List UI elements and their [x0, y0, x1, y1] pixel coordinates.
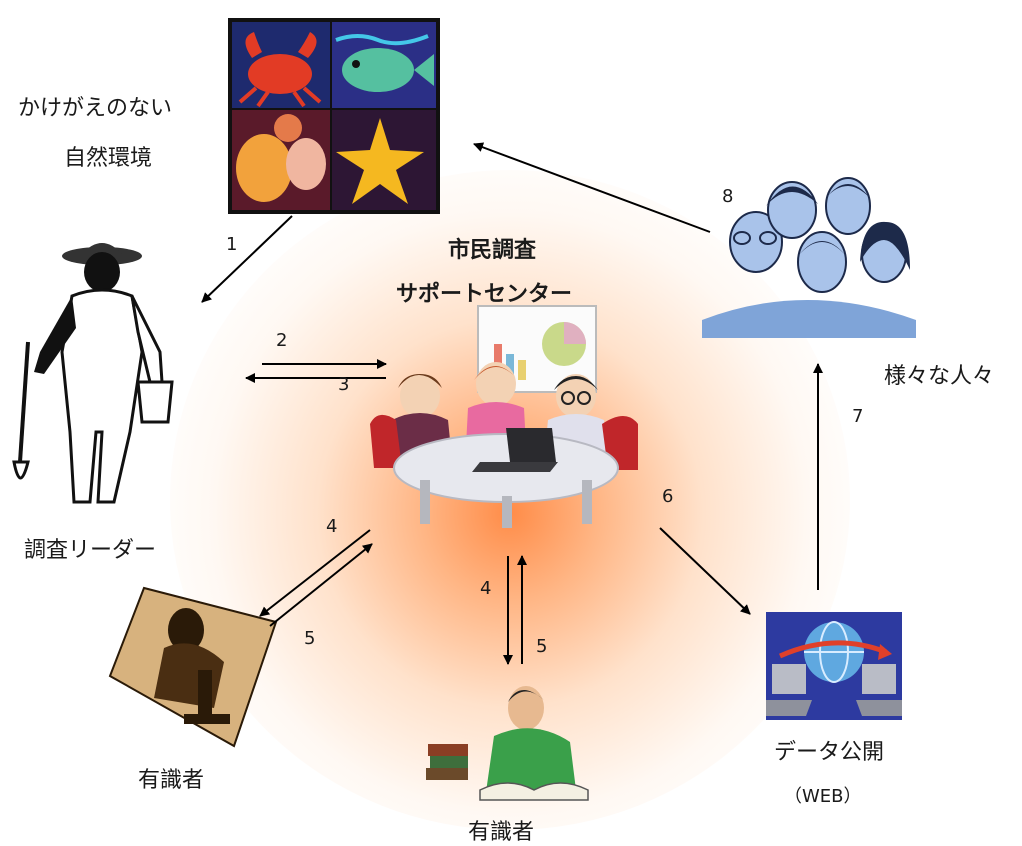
data-publication-label: データ公開: [774, 740, 885, 765]
arrow-1: [201, 215, 293, 303]
people-label: 様々な人々: [884, 364, 995, 389]
people-group-image: [702, 177, 916, 338]
expert-reading-image: [426, 686, 589, 801]
arrow-5a: [269, 543, 373, 627]
step-number-7: 7: [852, 406, 864, 427]
step-number-2: 2: [276, 330, 288, 351]
step-number-8: 8: [722, 186, 734, 207]
survey-leader-image: [12, 243, 174, 504]
nature-label-line2: 自然環境: [64, 146, 153, 171]
step-number-3: 3: [338, 374, 350, 395]
expert-bottom-label: 有識者: [468, 820, 535, 845]
step-number-4a: 4: [326, 516, 338, 537]
data-publication-image: [766, 612, 902, 720]
data-publication-sublabel: （WEB）: [784, 786, 862, 807]
expert-microscope-image: [108, 586, 278, 748]
nature-collage-image: [228, 18, 440, 214]
step-number-5b: 5: [536, 636, 548, 657]
survey-leader-label: 調査リーダー: [24, 538, 157, 563]
center-title-line2: サポートセンター: [396, 282, 573, 307]
step-number-5a: 5: [304, 628, 316, 649]
step-number-6: 6: [662, 486, 674, 507]
arrow-4a: [259, 529, 371, 617]
step-number-1: 1: [226, 234, 238, 255]
nature-label-line1: かけがえのない: [18, 96, 173, 121]
step-number-4b: 4: [480, 578, 492, 599]
center-title-line1: 市民調査: [448, 238, 537, 263]
arrow-6: [659, 527, 751, 615]
arrow-8: [473, 142, 711, 233]
support-center-meeting-image: [370, 305, 638, 528]
expert-left-label: 有識者: [138, 768, 205, 793]
